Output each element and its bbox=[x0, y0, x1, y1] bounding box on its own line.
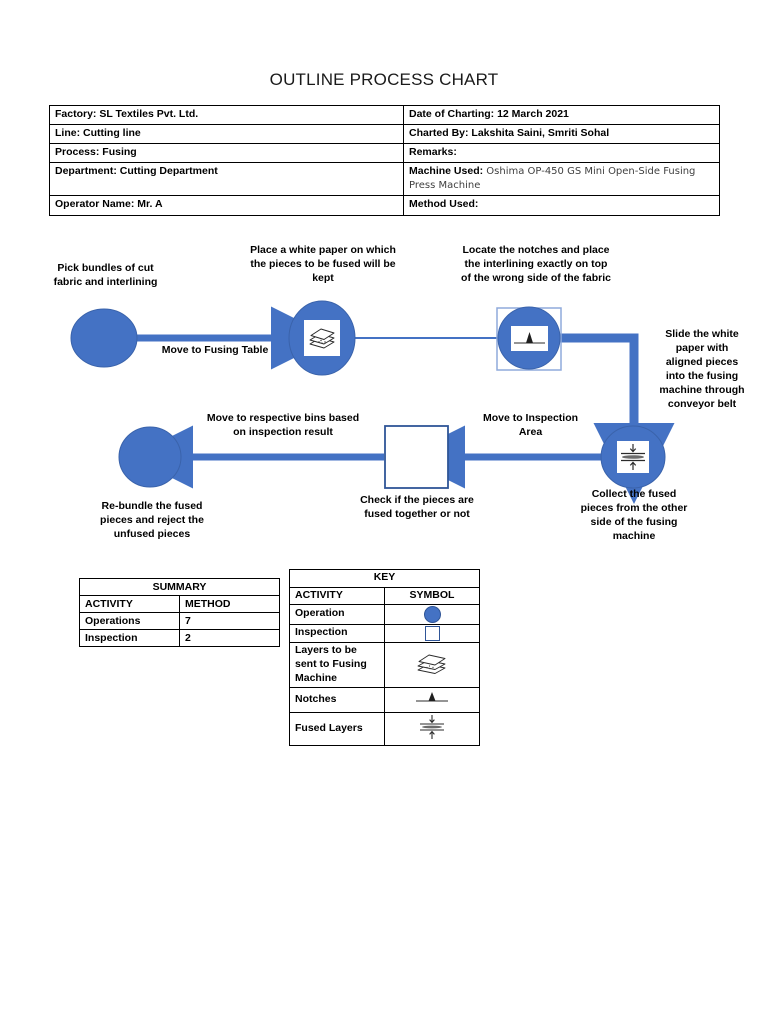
header-cell-charted-by: Charted By: Lakshita Saini, Smriti Sohal bbox=[403, 124, 720, 145]
header-row-line: Line: Cutting line Charted By: Lakshita … bbox=[49, 124, 720, 145]
summary-activity-operations: Operations bbox=[79, 612, 180, 630]
key-header-symbol: SYMBOL bbox=[384, 586, 480, 606]
key-title-row: KEY bbox=[289, 569, 480, 588]
summary-header-activity: ACTIVITY bbox=[79, 595, 180, 613]
layers-icon bbox=[417, 654, 446, 674]
header-cell-remarks: Remarks: bbox=[403, 143, 720, 164]
summary-row-inspection: Inspection 2 bbox=[79, 629, 280, 647]
summary-method-operations: 7 bbox=[179, 612, 280, 630]
summary-title-row: SUMMARY bbox=[79, 578, 280, 596]
fused-layers-icon bbox=[420, 714, 444, 739]
summary-header-method: METHOD bbox=[179, 595, 280, 613]
flow-connectors-and-nodes bbox=[70, 300, 675, 504]
label-move-to-inspection-area: Move to Inspection Area bbox=[482, 412, 579, 438]
header-row-operator: Operator Name: Mr. A Method Used: bbox=[49, 195, 720, 216]
machine-used-value: Oshima OP-450 GS Mini Open-Side Fusing P… bbox=[409, 166, 696, 191]
header-row-process: Process: Fusing Remarks: bbox=[49, 143, 720, 164]
fused-layers-icon bbox=[617, 441, 649, 473]
label-slide-white-paper: Slide the white paper with aligned piece… bbox=[659, 328, 745, 410]
process-flow-diagram: Pick bundles of cut fabric and interlini… bbox=[0, 232, 768, 557]
summary-header-row: ACTIVITY METHOD bbox=[79, 595, 280, 613]
page-title: OUTLINE PROCESS CHART bbox=[269, 70, 499, 89]
key-activity-notches: Notches bbox=[289, 687, 385, 713]
operation-circle-icon bbox=[423, 606, 441, 624]
chart-header-table: Factory: SL Textiles Pvt. Ltd. Date of C… bbox=[49, 104, 720, 216]
label-move-to-bins: Move to respective bins based on inspect… bbox=[206, 412, 360, 438]
header-cell-method-used: Method Used: bbox=[403, 195, 720, 216]
fused-layers-icon-glyph bbox=[617, 441, 649, 473]
layers-icon-glyph bbox=[309, 328, 335, 349]
key-symbol-inspection bbox=[384, 624, 480, 644]
key-header-activity: ACTIVITY bbox=[289, 586, 385, 606]
key-row-notches: Notches bbox=[289, 687, 480, 713]
label-collect-fused-pieces: Collect the fused pieces from the other … bbox=[580, 488, 688, 542]
summary-row-operations: Operations 7 bbox=[79, 612, 280, 630]
header-cell-department: Department: Cutting Department bbox=[49, 162, 404, 197]
header-cell-process: Process: Fusing bbox=[49, 143, 404, 164]
inspection-square-icon bbox=[424, 626, 440, 642]
key-activity-operation: Operation bbox=[289, 604, 385, 626]
summary-title: SUMMARY bbox=[79, 578, 280, 596]
notches-icon-glyph bbox=[511, 326, 548, 351]
header-cell-date: Date of Charting: 12 March 2021 bbox=[403, 104, 720, 126]
summary-table: SUMMARY ACTIVITY METHOD Operations 7 Ins… bbox=[79, 578, 280, 647]
label-check-fused: Check if the pieces are fused together o… bbox=[360, 494, 474, 520]
layers-icon bbox=[304, 320, 340, 356]
key-table: KEY ACTIVITY SYMBOL Operation Inspection… bbox=[289, 569, 480, 747]
key-symbol-operation bbox=[384, 604, 480, 626]
node-pick-bundles[interactable] bbox=[70, 308, 138, 368]
notches-icon bbox=[511, 326, 548, 351]
key-symbol-notches bbox=[384, 687, 480, 713]
label-place-white-paper: Place a white paper on which the pieces … bbox=[250, 244, 396, 284]
key-activity-fused-layers: Fused Layers bbox=[289, 711, 385, 747]
header-cell-line: Line: Cutting line bbox=[49, 124, 404, 145]
key-activity-inspection: Inspection bbox=[289, 624, 385, 644]
key-symbol-fused-layers bbox=[384, 711, 480, 747]
header-row-department: Department: Cutting Department Machine U… bbox=[49, 162, 720, 197]
header-cell-factory: Factory: SL Textiles Pvt. Ltd. bbox=[49, 104, 404, 126]
key-row-layers: Layers to be sent to Fusing Machine bbox=[289, 642, 480, 689]
label-move-to-fusing-table: Move to Fusing Table bbox=[161, 344, 269, 356]
header-cell-machine-used: Machine Used: Oshima OP-450 GS Mini Open… bbox=[403, 162, 720, 197]
summary-method-inspection: 2 bbox=[179, 629, 280, 647]
key-activity-layers: Layers to be sent to Fusing Machine bbox=[289, 642, 385, 689]
machine-used-label: Machine Used: bbox=[409, 165, 484, 178]
node-rebundle[interactable] bbox=[118, 426, 182, 488]
key-title: KEY bbox=[289, 569, 480, 588]
label-rebundle: Re-bundle the fused pieces and reject th… bbox=[100, 500, 204, 540]
header-row-factory: Factory: SL Textiles Pvt. Ltd. Date of C… bbox=[49, 104, 720, 126]
connector-slide-white-paper bbox=[557, 333, 675, 504]
key-row-operation: Operation bbox=[289, 604, 480, 626]
summary-activity-inspection: Inspection bbox=[79, 629, 180, 647]
key-header-row: ACTIVITY SYMBOL bbox=[289, 586, 480, 606]
key-symbol-layers bbox=[384, 642, 480, 689]
node-check-fused-inspection[interactable] bbox=[384, 425, 449, 489]
header-cell-operator: Operator Name: Mr. A bbox=[49, 195, 404, 216]
key-row-fused-layers: Fused Layers bbox=[289, 711, 480, 747]
notches-icon bbox=[416, 692, 448, 702]
label-locate-notches: Locate the notches and place the interli… bbox=[461, 244, 611, 284]
key-row-inspection: Inspection bbox=[289, 624, 480, 644]
label-pick-bundles: Pick bundles of cut fabric and interlini… bbox=[53, 262, 158, 288]
